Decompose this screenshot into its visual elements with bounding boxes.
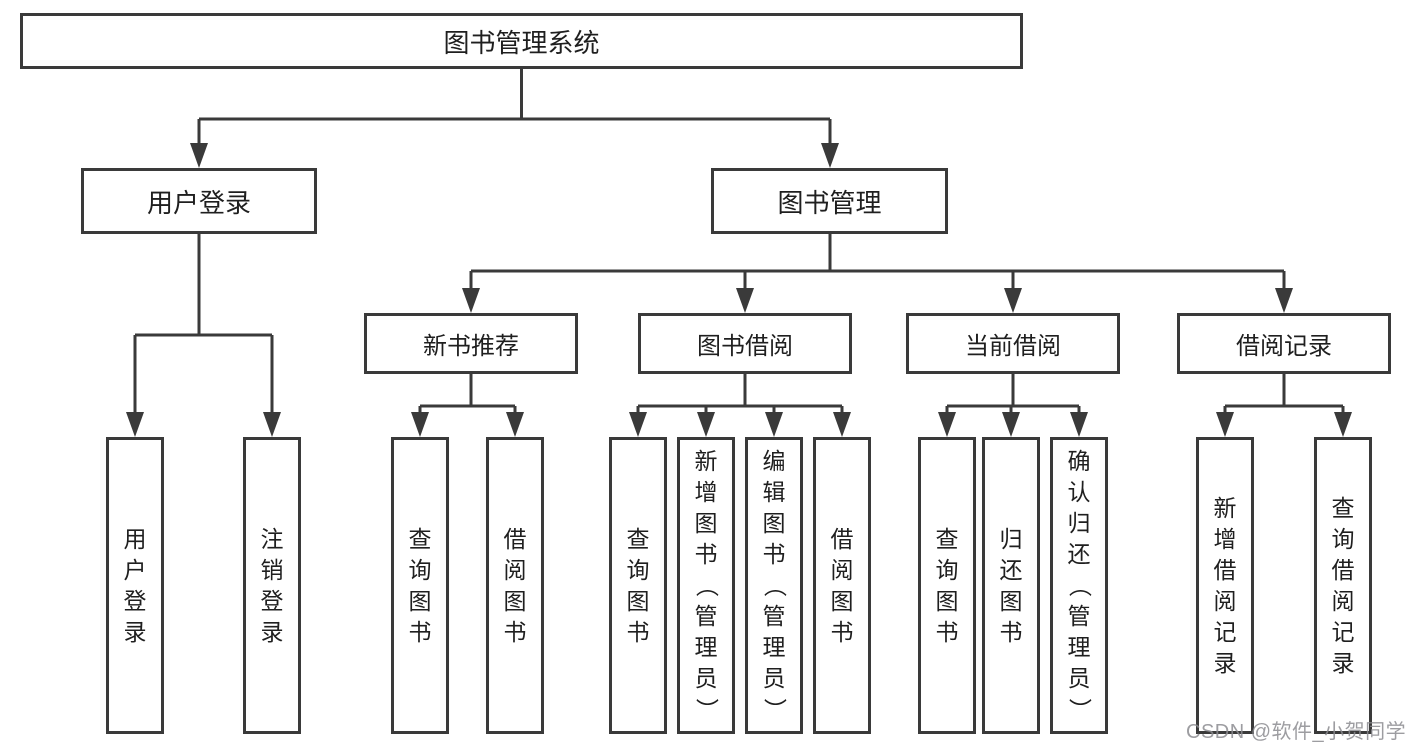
leaf-user-login: 用户登录 xyxy=(106,437,164,734)
node-book-management: 图书管理 xyxy=(711,168,948,234)
node-current-borrow: 当前借阅 xyxy=(906,313,1120,374)
arrowhead-icons xyxy=(126,143,1352,437)
leaf-return-books: 归还图书 xyxy=(982,437,1040,734)
node-borrow-records: 借阅记录 xyxy=(1177,313,1391,374)
node-library-management-system: 图书管理系统 xyxy=(20,13,1023,69)
connector-stems xyxy=(133,69,1345,413)
leaf-borrow-books: 借阅图书 xyxy=(813,437,871,734)
node-new-book-recommend: 新书推荐 xyxy=(364,313,578,374)
leaf-borrow-books-recommend: 借阅图书 xyxy=(486,437,544,734)
leaf-edit-books-admin: 编辑图书（管理员） xyxy=(745,437,803,734)
leaf-query-books-current: 查询图书 xyxy=(918,437,976,734)
watermark: CSDN @软件_小贺同学 xyxy=(1186,721,1405,743)
node-book-borrow: 图书借阅 xyxy=(638,313,852,374)
leaf-query-books-recommend: 查询图书 xyxy=(391,437,449,734)
leaf-query-borrow-record: 查询借阅记录 xyxy=(1314,437,1372,734)
leaf-logout: 注销登录 xyxy=(243,437,301,734)
leaf-confirm-return-admin: 确认归还（管理员） xyxy=(1050,437,1108,734)
leaf-add-borrow-record: 新增借阅记录 xyxy=(1196,437,1254,734)
node-user-login: 用户登录 xyxy=(81,168,317,234)
leaf-query-books-borrow: 查询图书 xyxy=(609,437,667,734)
leaf-add-books-admin: 新增图书（管理员） xyxy=(677,437,735,734)
